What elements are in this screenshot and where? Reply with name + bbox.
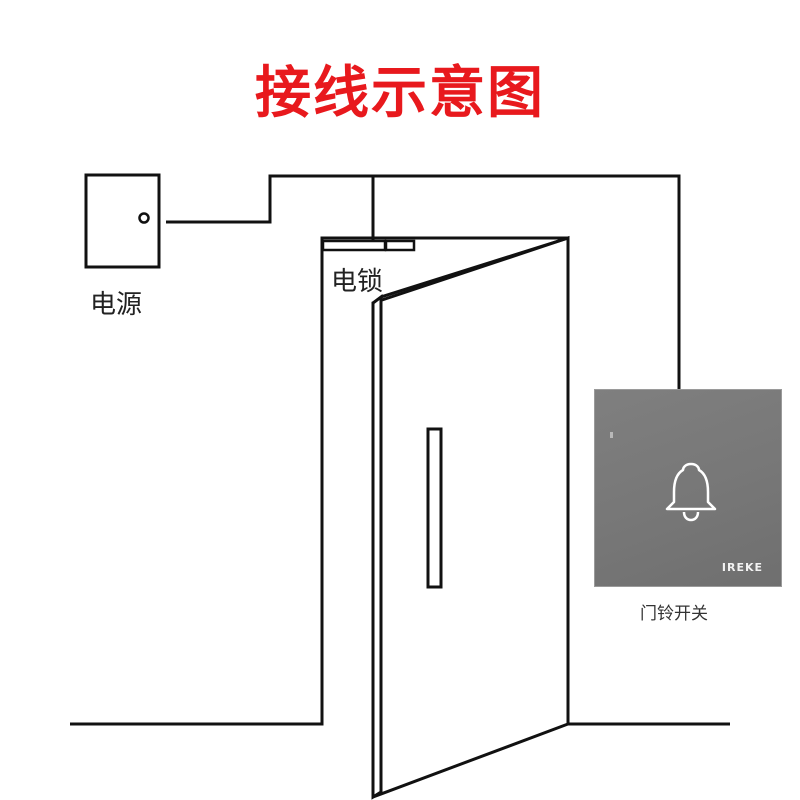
doorbell-switch-label: 门铃开关 [640, 604, 708, 624]
doorbell-switch-panel: IREKE [594, 389, 782, 587]
door-edge [371, 294, 383, 800]
brand-logo: IREKE [721, 561, 763, 574]
door-top-edge [380, 236, 569, 299]
bell-icon [665, 462, 717, 522]
power-supply-terminal [138, 212, 150, 224]
wire-bottom-left [70, 236, 568, 726]
door-handle [426, 427, 443, 589]
electric-lock-plate [384, 239, 416, 252]
electric-lock-label: 电锁 [331, 267, 384, 297]
diagram-title: 接线示意图 [255, 61, 545, 126]
power-supply-label: 电源 [90, 290, 143, 320]
door-leaf [371, 235, 570, 800]
electric-lock-body [321, 239, 387, 252]
wire-power-to-top [166, 174, 681, 390]
indicator-led [610, 432, 613, 438]
